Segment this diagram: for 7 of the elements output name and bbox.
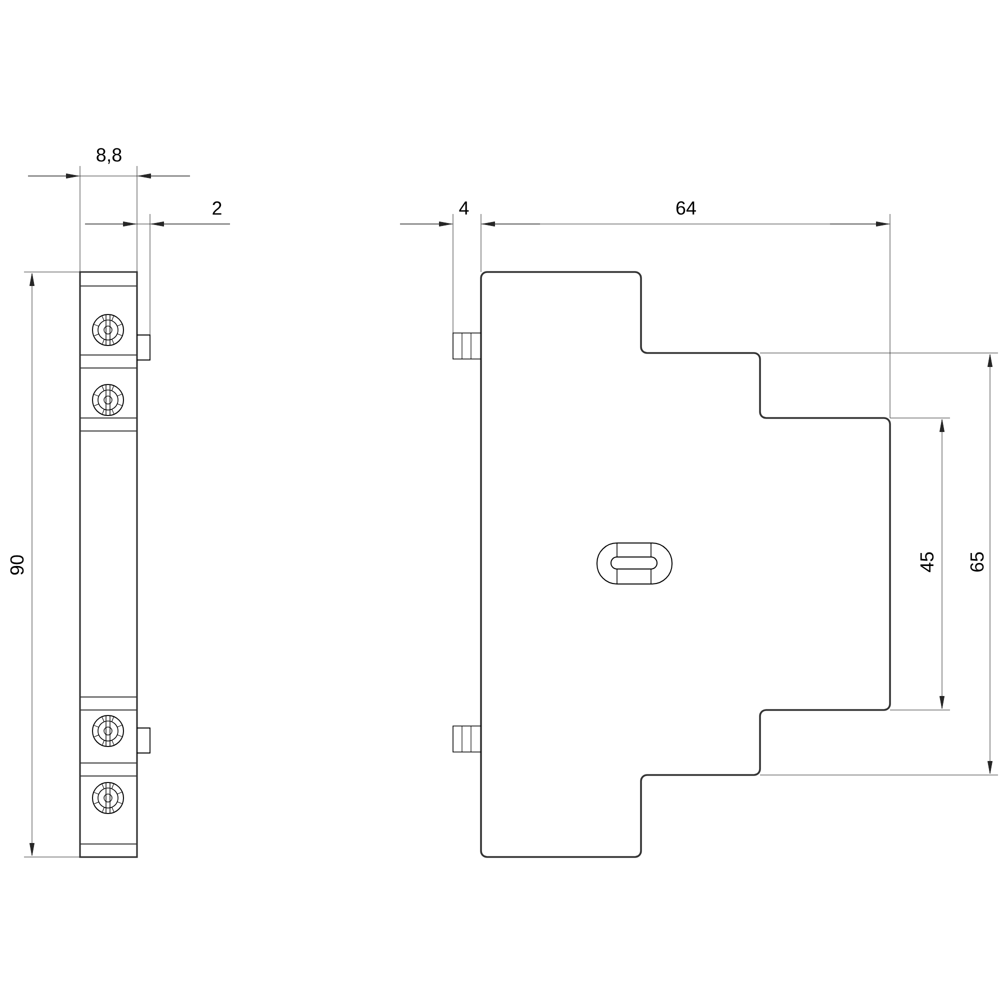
dimension-label: 90 bbox=[10, 555, 24, 575]
dimension-label: 2 bbox=[212, 201, 222, 215]
dimension-label: 8,8 bbox=[96, 148, 122, 164]
dimension-label: 45 bbox=[920, 552, 934, 572]
dimension-label: 65 bbox=[970, 552, 984, 572]
dimension-label: 4 bbox=[459, 202, 469, 215]
dimension-label: 64 bbox=[676, 201, 696, 215]
